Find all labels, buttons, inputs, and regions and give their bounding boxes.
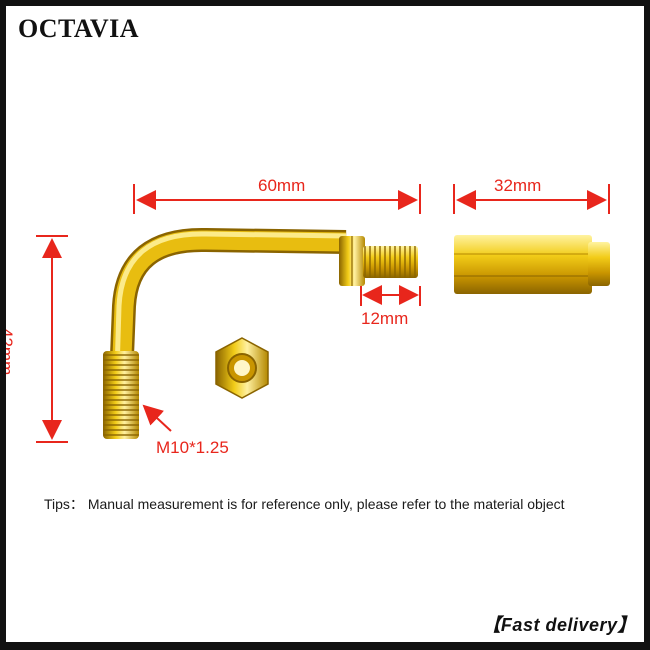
- thread-spec-label: M10*1.25: [156, 438, 229, 457]
- dimension-label-length: 60mm: [258, 176, 306, 195]
- fast-delivery-badge: 【Fast delivery】: [482, 615, 636, 635]
- tube-upper-thread: [363, 246, 418, 278]
- product-illustration: [36, 184, 610, 443]
- loose-hex-nut: [215, 337, 269, 399]
- elbow-tube: [108, 227, 347, 407]
- dimension-arrows: [36, 184, 610, 443]
- dimension-label-thread: 12mm: [361, 309, 409, 328]
- brand-logo: OCTAVIA: [18, 14, 140, 43]
- dimension-label-height: 42mm: [6, 328, 16, 376]
- tube-lower-thread: [103, 351, 139, 439]
- measurement-tip: Tips： Manual measurement is for referenc…: [44, 496, 565, 512]
- dimension-label-extender: 32mm: [494, 176, 542, 195]
- hex-extender: [454, 235, 610, 294]
- product-image: OCTAVIA 60mm 32mm 12mm 42mm M10*1.25 Tip…: [6, 6, 644, 642]
- tube-hex-collar: [339, 236, 365, 286]
